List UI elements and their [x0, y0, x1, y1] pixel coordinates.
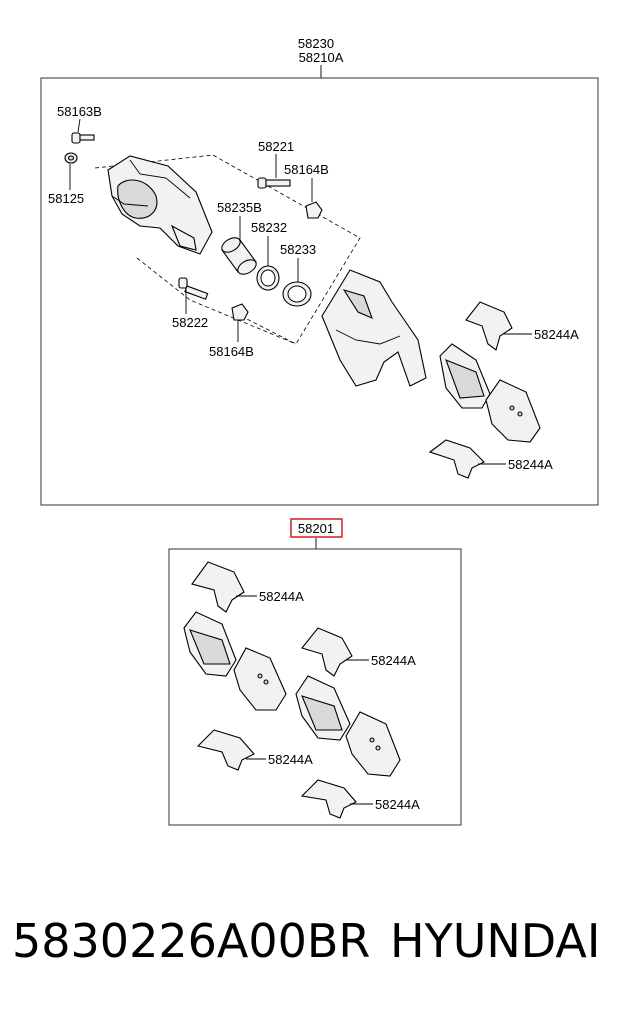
- brake-pad-icon: [183, 611, 237, 677]
- seal-ring-icon: [256, 265, 280, 291]
- assembly-part-number-2[interactable]: 58210A: [299, 50, 344, 65]
- label-58235B[interactable]: 58235B: [217, 200, 262, 215]
- label-58222[interactable]: 58222: [172, 315, 208, 330]
- footer-brand: HYUNDAI: [390, 914, 601, 968]
- highlight-box: [290, 518, 343, 538]
- label-58232[interactable]: 58232: [251, 220, 287, 235]
- footer-part-number: 5830226A00BR: [12, 914, 371, 968]
- guide-pin-icon: [178, 277, 209, 300]
- brake-pad-icon: [233, 647, 287, 711]
- bolt-icon: [71, 132, 95, 144]
- clip-icon: [301, 627, 353, 677]
- caliper-housing-icon: [107, 155, 213, 255]
- brake-pad-icon: [345, 711, 401, 777]
- label-58164B-top[interactable]: 58164B: [284, 162, 329, 177]
- label-58244A-1[interactable]: 58244A: [534, 327, 579, 342]
- brake-pad-icon: [485, 379, 541, 443]
- boot-icon: [231, 303, 249, 321]
- footer: 5830226A00BR HYUNDAI: [0, 905, 620, 985]
- washer-icon: [64, 152, 78, 164]
- label-58164B-bottom[interactable]: 58164B: [209, 344, 254, 359]
- clip-icon: [465, 301, 513, 351]
- label-58221[interactable]: 58221: [258, 139, 294, 154]
- guide-pin-icon: [257, 177, 291, 189]
- dashed-outline-a: [94, 154, 361, 345]
- assembly-part-number-1[interactable]: 58230: [298, 36, 334, 51]
- label-58244A-d[interactable]: 58244A: [375, 797, 420, 812]
- caliper-bracket-icon: [321, 269, 427, 387]
- clip-icon: [191, 561, 245, 613]
- pad-kit-part-number[interactable]: 58201: [298, 521, 334, 536]
- leader: [77, 118, 81, 133]
- clip-icon: [428, 439, 485, 479]
- clip-icon: [196, 729, 255, 771]
- clip-icon: [300, 779, 357, 819]
- piston-icon: [221, 237, 257, 275]
- boot-icon: [305, 201, 323, 219]
- label-58244A-2[interactable]: 58244A: [508, 457, 553, 472]
- brake-pad-icon: [295, 675, 351, 741]
- label-58244A-c[interactable]: 58244A: [268, 752, 313, 767]
- label-58233[interactable]: 58233: [280, 242, 316, 257]
- pad-kit-box: [168, 548, 462, 826]
- label-58163B[interactable]: 58163B: [57, 104, 102, 119]
- dust-boot-icon: [282, 281, 312, 307]
- caliper-assembly-box: [40, 77, 599, 506]
- label-58244A-a[interactable]: 58244A: [259, 589, 304, 604]
- label-58125[interactable]: 58125: [48, 191, 84, 206]
- brake-pad-icon: [439, 343, 491, 409]
- dashed-outline-b: [136, 257, 297, 345]
- label-58244A-b[interactable]: 58244A: [371, 653, 416, 668]
